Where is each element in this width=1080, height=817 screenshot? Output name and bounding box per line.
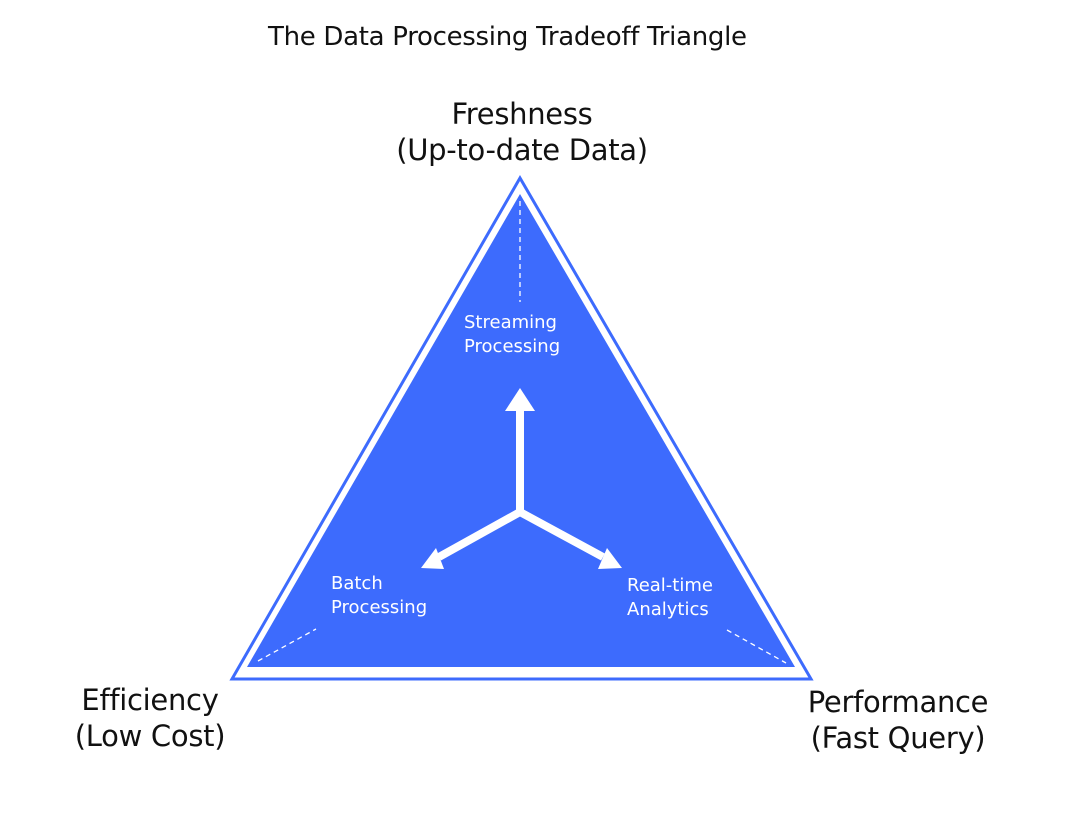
inner-label-batch-line2: Processing bbox=[331, 597, 428, 618]
vertex-label-performance-subtitle: (Fast Query) bbox=[810, 721, 986, 755]
vertex-label-freshness-title: Freshness bbox=[451, 97, 593, 131]
inner-label-streaming-line2: Processing bbox=[464, 336, 561, 357]
vertex-label-performance-title: Performance bbox=[807, 685, 989, 719]
vertex-label-efficiency: Efficiency (Low Cost) bbox=[0, 682, 300, 754]
inner-label-realtime-line1: Real-time bbox=[627, 575, 713, 596]
inner-label-streaming-processing: Streaming Processing bbox=[464, 311, 560, 359]
vertex-label-freshness-subtitle: (Up-to-date Data) bbox=[396, 133, 648, 167]
arrow-head-right bbox=[598, 548, 622, 569]
diagram-title: The Data Processing Tradeoff Triangle bbox=[268, 22, 747, 52]
inner-label-realtime-analytics: Real-time Analytics bbox=[627, 574, 713, 622]
inner-label-batch-processing: Batch Processing bbox=[331, 572, 427, 620]
dashed-guide-left bbox=[257, 628, 317, 662]
arrow-center-joint bbox=[516, 508, 524, 516]
arrow-shaft-right bbox=[518, 508, 605, 561]
vertex-label-efficiency-subtitle: (Low Cost) bbox=[74, 719, 226, 753]
arrow-head-up bbox=[505, 388, 535, 411]
arrow-shaft-left bbox=[437, 508, 522, 561]
inner-label-realtime-line2: Analytics bbox=[627, 599, 709, 620]
vertex-label-freshness: Freshness (Up-to-date Data) bbox=[372, 96, 672, 168]
inner-label-batch-line1: Batch bbox=[331, 573, 383, 594]
vertex-label-efficiency-title: Efficiency bbox=[81, 683, 219, 717]
arrow-head-left bbox=[421, 548, 444, 569]
inner-label-streaming-line1: Streaming bbox=[464, 312, 557, 333]
vertex-label-performance: Performance (Fast Query) bbox=[748, 684, 1048, 756]
dashed-guide-right bbox=[726, 629, 787, 664]
three-way-arrow bbox=[421, 388, 622, 569]
